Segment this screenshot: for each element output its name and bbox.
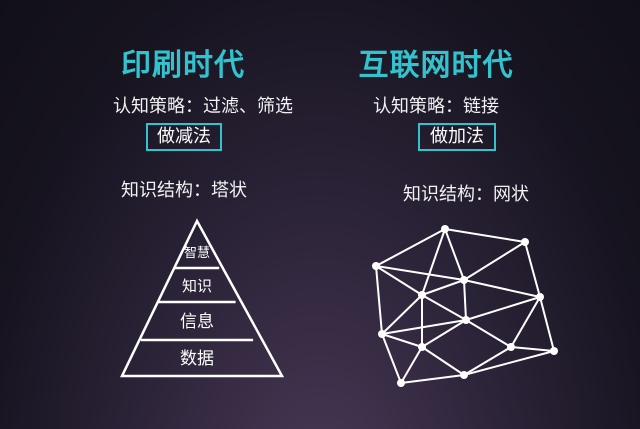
network-edge — [421, 279, 465, 296]
network-edge — [381, 333, 402, 384]
network-node — [372, 262, 380, 270]
network-node — [536, 293, 544, 301]
internet-era-method-box: 做加法 — [418, 123, 496, 151]
network-edge — [375, 228, 446, 267]
network-node — [378, 330, 386, 338]
network-edge — [510, 296, 541, 348]
network-edge — [400, 346, 423, 384]
network-edges — [375, 228, 555, 384]
network-edge — [444, 228, 465, 281]
internet-era-structure: 知识结构：网状 — [403, 184, 529, 205]
network-edge — [375, 265, 465, 281]
network-edge — [421, 319, 467, 348]
print-era-title: 印刷时代 — [121, 48, 245, 83]
network-edge — [463, 350, 555, 376]
network-node — [507, 343, 515, 351]
pyramid-outline — [120, 218, 285, 378]
network-edge — [465, 296, 541, 321]
print-era-strategy: 认知策略：过滤、筛选 — [113, 96, 293, 117]
network-edge — [463, 346, 512, 376]
network-edge — [421, 228, 446, 296]
network-edge — [375, 265, 383, 335]
network-edge — [421, 346, 465, 376]
network-edge — [381, 319, 467, 335]
internet-era-title: 互联网时代 — [358, 48, 514, 83]
network-node — [441, 225, 449, 233]
network-node — [397, 379, 405, 387]
network-nodes — [372, 225, 558, 387]
network-edge — [524, 241, 541, 298]
network-node — [521, 238, 529, 246]
network-node — [418, 343, 426, 351]
network-edge — [510, 346, 555, 352]
network-node — [462, 316, 470, 324]
network-node — [418, 291, 426, 299]
network-edge — [400, 374, 465, 384]
network-edge — [463, 241, 526, 281]
network-edge — [381, 294, 423, 335]
network-edge — [539, 296, 555, 352]
network-node — [550, 347, 558, 355]
network-node — [460, 371, 468, 379]
network-edge — [421, 294, 467, 321]
pyramid-tier-knowledge: 知识 — [182, 277, 212, 295]
print-era-structure: 知识结构：塔状 — [121, 180, 247, 201]
network-edge — [375, 265, 423, 296]
network-edge — [463, 279, 541, 298]
network-edge — [444, 228, 526, 243]
network-edge — [465, 319, 512, 348]
internet-era-strategy: 认知策略：链接 — [373, 96, 499, 117]
network-edge — [381, 333, 423, 348]
network-node — [460, 276, 468, 284]
pyramid-tier-data: 数据 — [180, 349, 214, 369]
pyramid-tier-wisdom: 智慧 — [184, 245, 210, 261]
pyramid-tier-information: 信息 — [180, 312, 214, 332]
network-edge — [463, 279, 467, 321]
print-era-method-box: 做减法 — [146, 123, 222, 151]
